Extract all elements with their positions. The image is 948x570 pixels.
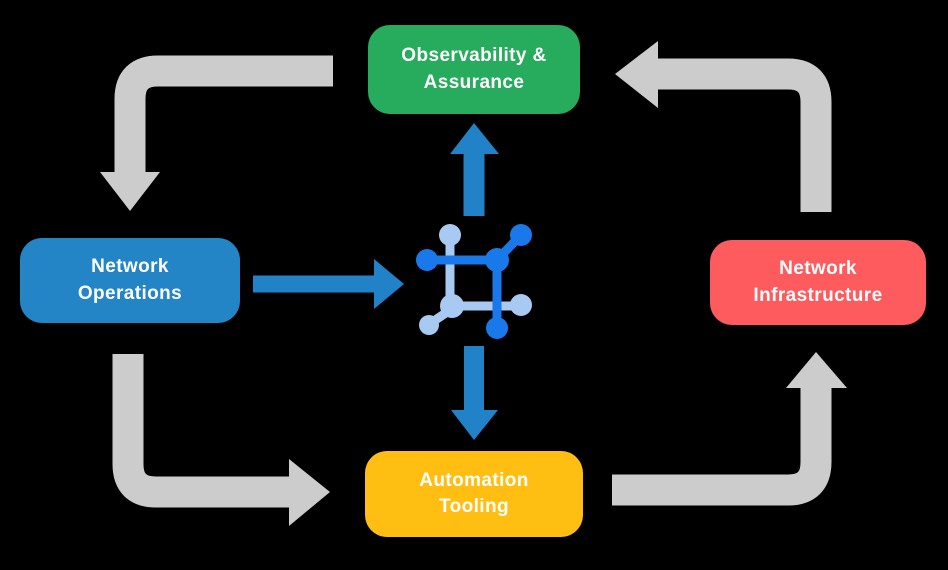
node-label-line: Network <box>779 258 857 280</box>
network-icon-light-parts <box>419 224 532 335</box>
cycle-arrowhead-down-icon <box>100 172 160 211</box>
cycle-arrowhead-up-icon <box>786 352 847 388</box>
node-network-operations: Network Operations <box>20 238 240 323</box>
node-automation-tooling: Automation Tooling <box>365 451 583 537</box>
cycle-arrow-netinfra-to-obs <box>615 41 832 212</box>
network-automation-icon <box>416 224 532 339</box>
cycle-arrow-shaft <box>657 58 832 212</box>
flow-arrow-center-to-auto <box>451 346 498 440</box>
node-network-infrastructure: Network Infrastructure <box>710 240 926 325</box>
cycle-arrow-shaft <box>114 55 333 173</box>
flow-arrow-netops-to-center <box>253 259 404 309</box>
node-label-line: Assurance <box>423 71 525 93</box>
cycle-arrow-obs-to-netops <box>100 55 333 211</box>
flow-arrowhead-down-icon <box>451 410 498 440</box>
cycle-arrow-netops-to-auto <box>112 354 330 526</box>
flow-arrow-center-to-obs <box>450 123 499 216</box>
node-label-line: Tooling <box>439 496 509 517</box>
node-label-line: Observability & <box>401 45 547 67</box>
cycle-arrowhead-right-icon <box>289 459 330 526</box>
node-label-line: Infrastructure <box>753 284 883 306</box>
flow-arrowhead-right-icon <box>374 259 404 309</box>
network-icon-dark-parts <box>416 224 532 339</box>
node-label-line: Operations <box>77 282 183 304</box>
cycle-arrowhead-left-icon <box>615 41 658 108</box>
flow-arrowhead-up-icon <box>450 123 499 154</box>
node-observability-assurance: Observability & Assurance <box>368 25 580 114</box>
node-label-line: Network <box>91 256 169 278</box>
cycle-arrow-auto-to-netinfra <box>612 352 847 506</box>
cycle-arrow-shaft <box>612 388 832 506</box>
node-label-line: Automation <box>419 469 529 491</box>
cycle-arrow-shaft <box>112 354 289 508</box>
